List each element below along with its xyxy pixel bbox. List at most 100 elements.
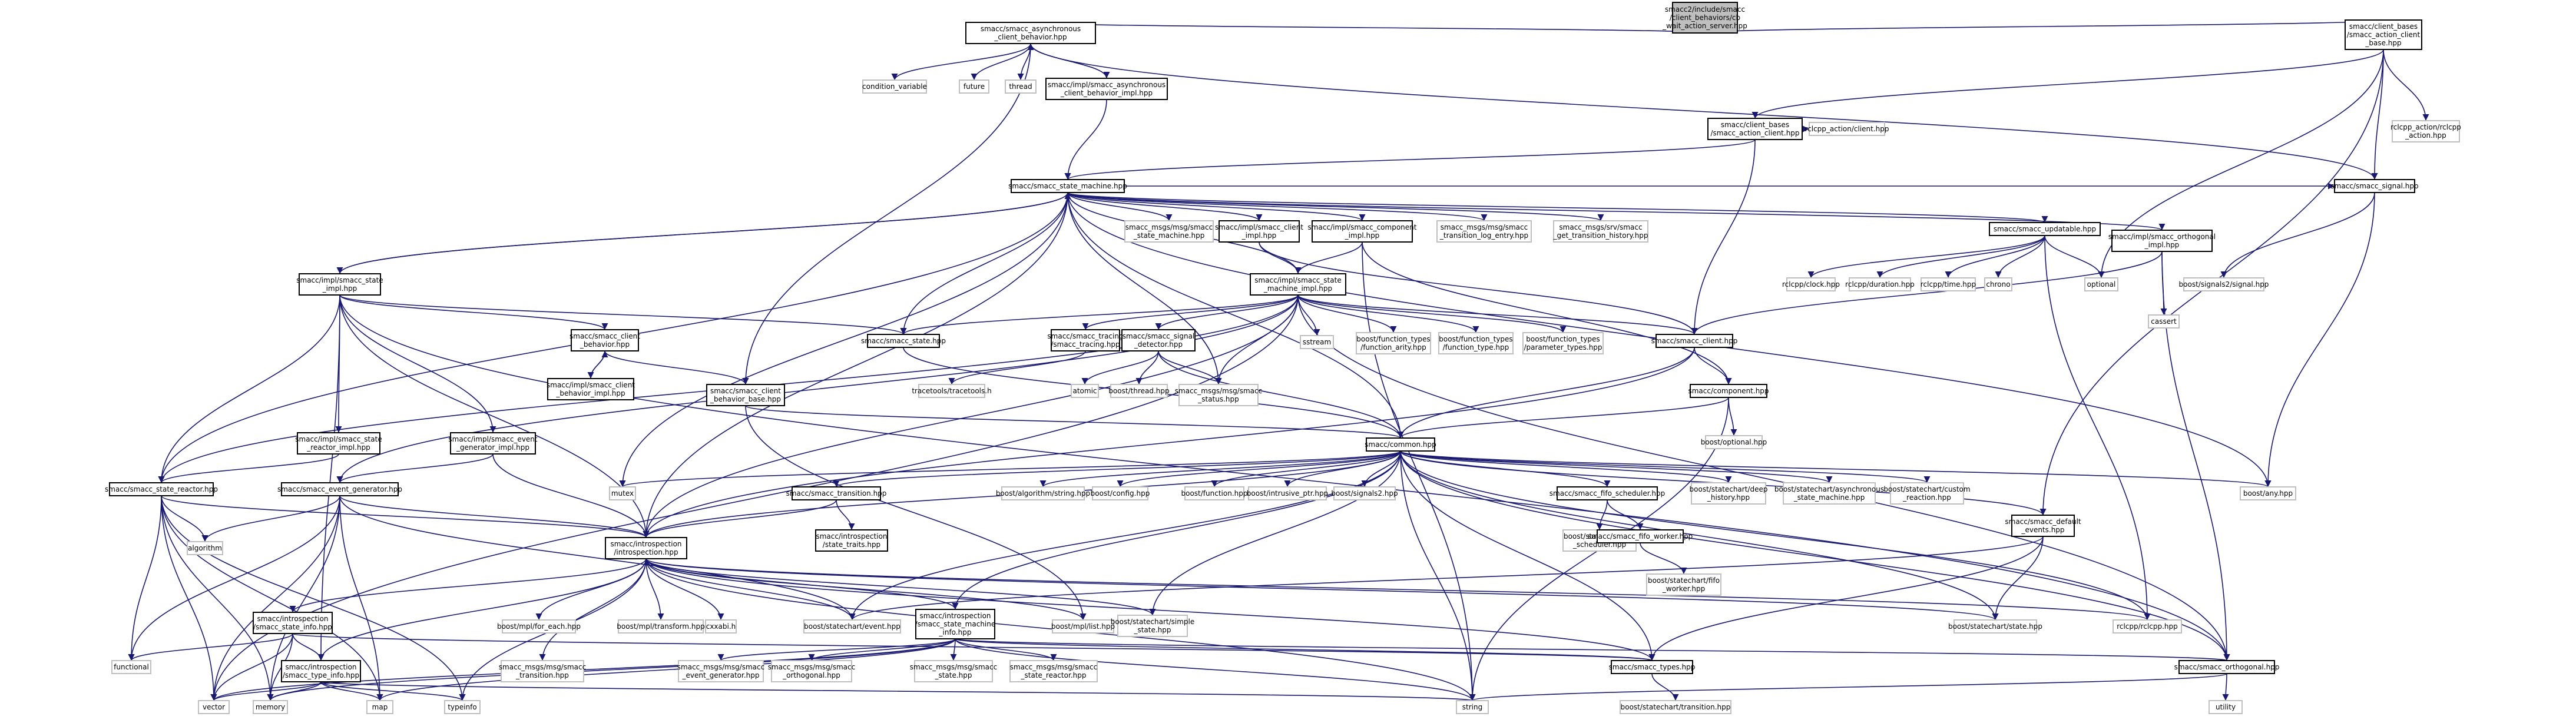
node-box [281, 660, 361, 682]
edge-common-to-rclcpp [1400, 450, 2151, 621]
node-smacc-client[interactable]: smacc/smacc_client.hpp [1651, 334, 1738, 348]
edge-type_info-to-string [320, 681, 1475, 701]
node-updatable[interactable]: smacc/smacc_updatable.hpp [1989, 222, 2101, 236]
node-label: _base.hpp [2365, 39, 2401, 47]
node-label: boost/mpl/transform.hpp [617, 622, 704, 631]
node-functional: functional [111, 660, 151, 674]
node-event-generator-impl[interactable]: smacc/impl/smacc_event_generator_impl.hp… [448, 432, 538, 455]
node-introspection[interactable]: smacc/introspection/introspection.hpp [605, 537, 687, 559]
node-box [1989, 222, 2101, 236]
node-fifo-scheduler[interactable]: smacc/smacc_fifo_scheduler.hpp [1549, 486, 1665, 500]
node-client-impl[interactable]: smacc/impl/smacc_client_impl.hpp [1215, 220, 1303, 243]
node-boost-mpl-for-each: boost/mpl/for_each.hpp [497, 619, 581, 634]
node-client-behavior-base[interactable]: smacc/smacc_client_behavior_base.hpp [706, 384, 785, 406]
node-smacc-orthogonal[interactable]: smacc/smacc_orthogonal.hpp [2174, 660, 2280, 674]
node-smacc-signal[interactable]: smacc/smacc_signal.hpp [2330, 179, 2419, 193]
edge-introspection-to-state_info [289, 558, 647, 613]
node-client-behavior[interactable]: smacc/smacc_client_behavior.hpp [569, 329, 640, 351]
node-optional: optional [2084, 277, 2118, 291]
node-state-machine-impl[interactable]: smacc/impl/smacc_state_machine_impl.hpp [1250, 273, 1346, 296]
node-box [1438, 332, 1514, 354]
node-label: _info.hpp [939, 628, 972, 636]
node-tracing[interactable]: smacc/smacc_tracing/smacc_tracing.hpp [1047, 329, 1124, 351]
edge-state_reactor-to-functional [128, 495, 162, 661]
node-label: cassert [2151, 317, 2177, 326]
node-component-impl[interactable]: smacc/impl/smacc_component_impl.hpp [1308, 220, 1417, 243]
node-box [705, 619, 737, 634]
node-orthogonal-impl[interactable]: smacc/impl/smacc_orthogonal_impl.hpp [2108, 230, 2216, 252]
node-type-info[interactable]: smacc/introspection/smacc_type_info.hpp [281, 660, 361, 682]
node-tracetools: tracetools/tracetools.h [912, 384, 992, 398]
node-label: smacc/smacc_client [710, 387, 781, 395]
edge-state_info-to-type_info [292, 633, 325, 661]
node-state-traits[interactable]: smacc/introspection/state_traits.hpp [815, 529, 888, 552]
node-rclcpp-time: rclcpp/time.hpp [1921, 277, 1976, 291]
node-box [1219, 220, 1300, 243]
node-box [1117, 615, 1188, 637]
node-algorithm: algorithm [187, 541, 223, 555]
node-root[interactable]: smacc2/include/smacc/client_behaviors/cb… [1662, 2, 1747, 34]
node-label: _transition_log_entry.hpp [1439, 231, 1528, 240]
node-box [1110, 384, 1168, 398]
node-smacc-state[interactable]: smacc/smacc_state.hpp [861, 334, 946, 348]
edge-introspection-to-msg_transition [539, 558, 647, 661]
node-state-info[interactable]: smacc/introspection/smacc_state_info.hpp [253, 612, 333, 634]
node-rclcpp-clock: rclcpp/clock.hpp [1782, 277, 1840, 291]
edge-state_impl-to-client_behavior [339, 294, 608, 330]
edge-async_cb_impl-to-async_cb [1027, 43, 1107, 79]
node-box [366, 700, 393, 714]
node-box [1557, 486, 1658, 500]
edge-common-to-boost_config [1117, 450, 1401, 487]
edge-smacc_client-to-common [1397, 347, 1695, 439]
edge-state_machine_impl-to-bf_function_arity [1297, 294, 1397, 333]
node-label: _status.hpp [1197, 395, 1239, 403]
edge-signal_detector-to-atomic [1081, 350, 1159, 385]
node-event-generator[interactable]: smacc/smacc_event_generator.hpp [277, 482, 402, 496]
edge-tracing-to-tracetools [948, 350, 1086, 385]
node-box [803, 619, 901, 634]
node-label: rclcpp/duration.hpp [1845, 280, 1915, 288]
node-state-impl[interactable]: smacc/impl/smacc_state_impl.hpp [296, 273, 383, 296]
node-signal-detector[interactable]: smacc/smacc_signal_detector.hpp [1121, 329, 1196, 351]
node-box [2113, 619, 2182, 634]
edge-event_generator-to-map [339, 495, 383, 701]
node-cb-action-base[interactable]: smacc/client_bases/smacc_action_client_b… [2345, 19, 2422, 50]
edge-orthogonal_impl-to-smacc_orthogonal [2161, 251, 2230, 661]
node-box [501, 660, 584, 682]
node-transition[interactable]: smacc/smacc_transition.hpp [786, 486, 887, 500]
node-fifo-worker[interactable]: smacc/smacc_fifo_worker.hpp [1588, 529, 1693, 543]
node-sm-info[interactable]: smacc/introspection/smacc_state_machine_… [915, 609, 996, 639]
node-box [1124, 220, 1214, 243]
node-label: _state_reactor.hpp [1021, 671, 1087, 679]
node-label: smacc/introspection [816, 532, 887, 540]
edge-state_machine_impl-to-bf_parameter_types [1297, 294, 1567, 333]
edge-type_info-to-typeinfo [320, 681, 466, 701]
edge-root-to-async_cb [1028, 22, 1706, 34]
node-smacc-types[interactable]: smacc/smacc_types.hpp [1609, 660, 1696, 674]
node-state-machine[interactable]: smacc/smacc_state_machine.hpp [1008, 179, 1127, 193]
node-sc-simple-state: boost/statechart/simple_state.hpp [1111, 615, 1194, 637]
node-box [1184, 486, 1244, 500]
node-common[interactable]: smacc/common.hpp [1365, 437, 1436, 452]
node-box [299, 273, 381, 296]
node-box [2209, 700, 2243, 714]
node-state-reactor[interactable]: smacc/smacc_state_reactor.hpp [105, 482, 218, 496]
node-box [1620, 700, 1731, 714]
node-label: boost/statechart/asynchronous [1774, 485, 1884, 493]
edge-state_machine_impl-to-tracing [1082, 294, 1299, 330]
node-boost-intrusive-ptr: boost/intrusive_ptr.hpp [1247, 486, 1328, 500]
node-memory: memory [253, 700, 288, 714]
node-client-behavior-impl[interactable]: smacc/impl/smacc_client_behavior_impl.hp… [547, 378, 635, 400]
node-async-cb[interactable]: smacc/smacc_asynchronous_client_behavior… [965, 22, 1096, 44]
node-state-reactor-impl[interactable]: smacc/impl/smacc_state_reactor_impl.hpp [295, 432, 382, 455]
node-async-cb-impl[interactable]: smacc/impl/smacc_asynchronous_client_beh… [1045, 78, 1168, 100]
edge-event_generator_impl-to-event_generator [336, 453, 494, 483]
node-box [444, 700, 481, 714]
node-default-events[interactable]: smacc/smacc_default_events.hpp [2005, 515, 2081, 537]
edge-updatable-to-rclcpp [2044, 235, 2151, 621]
node-cb-action-client[interactable]: smacc/client_bases/smacc_action_client.h… [1707, 118, 1803, 140]
node-component[interactable]: smacc/component.hpp [1688, 384, 1769, 398]
edge-smacc_client-to-introspection [643, 347, 1695, 538]
node-box [1707, 118, 1803, 140]
